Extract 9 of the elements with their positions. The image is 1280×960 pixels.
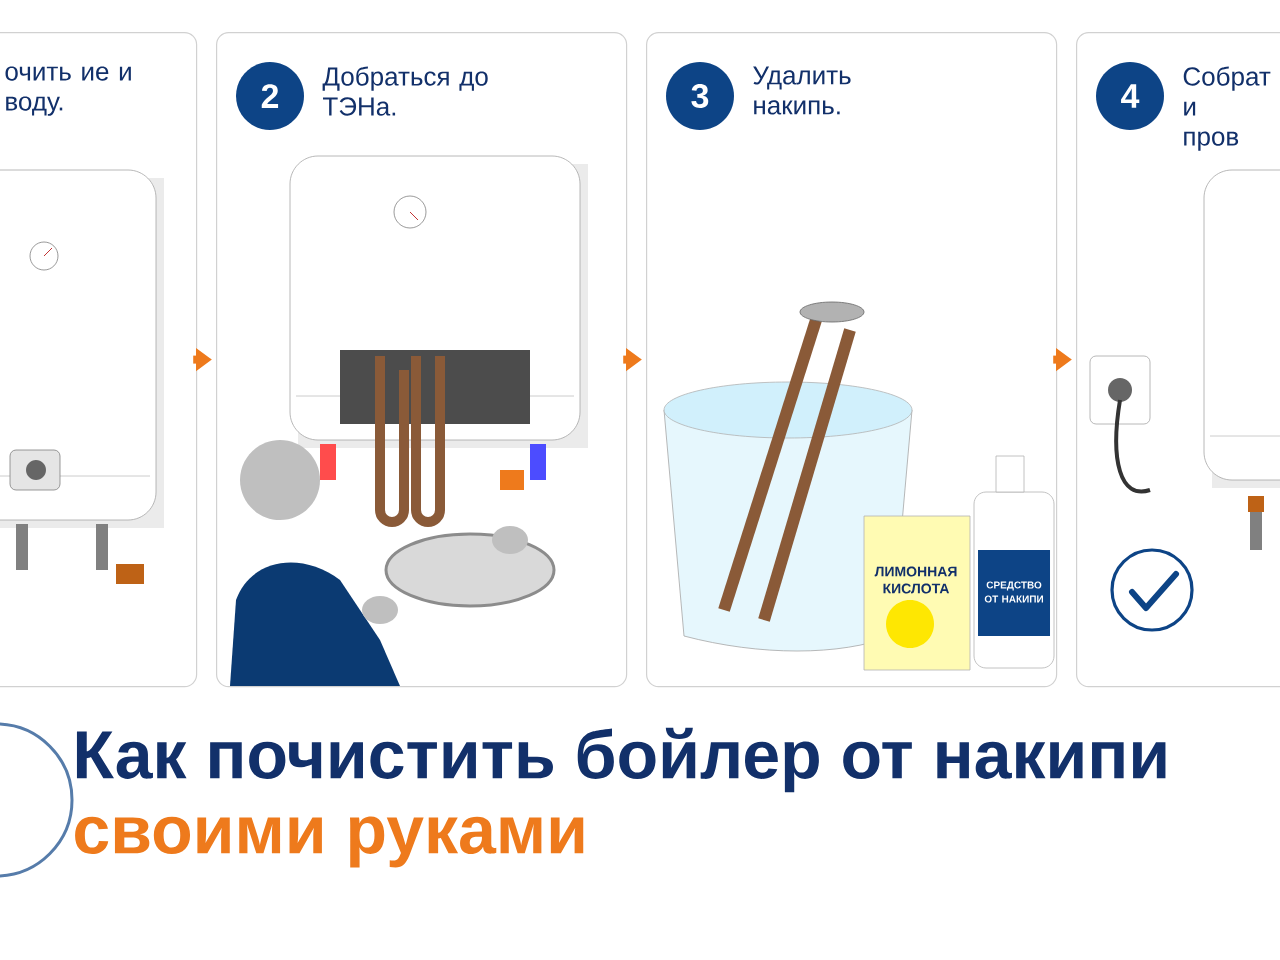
step-text: Добраться до ТЭНа. <box>322 66 488 116</box>
step-text: Удалить накипь. <box>753 66 851 115</box>
step-text: Собрат и пров <box>1183 66 1271 151</box>
step-number: 4 <box>1096 62 1164 130</box>
step-number: 2 <box>236 62 304 130</box>
heading: своими руками <box>75 816 584 868</box>
step-text: очить ие и воду. <box>5 66 131 116</box>
heading: Как почистить бойлер от накипи <box>76 727 1166 793</box>
step-number: 3 <box>666 62 734 130</box>
